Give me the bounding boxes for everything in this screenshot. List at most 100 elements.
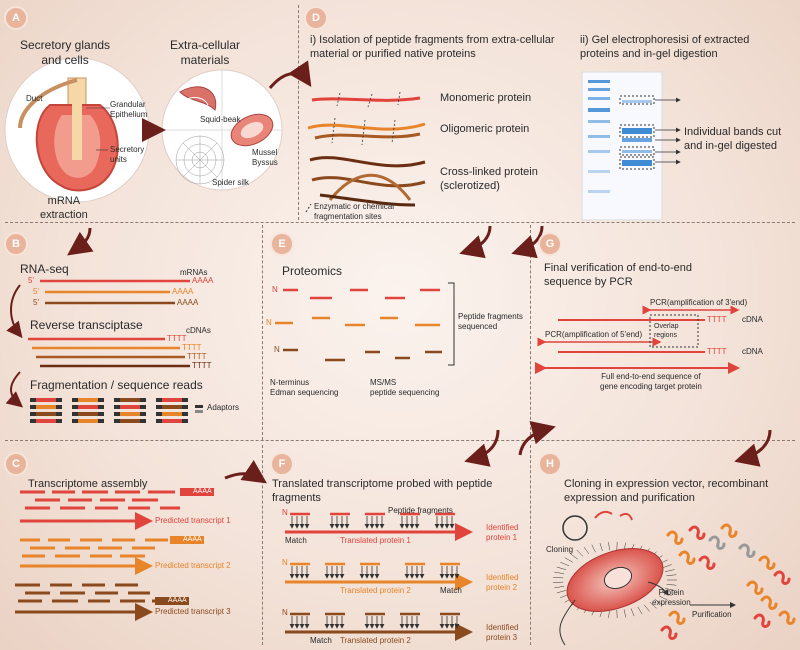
pt3-label: Predicted transcript 3 bbox=[155, 607, 231, 616]
aaaa-1: AAAA bbox=[192, 276, 214, 285]
mrnas-label: mRNAs bbox=[180, 268, 208, 277]
tttt-3: TTTT bbox=[187, 352, 207, 361]
sequence-reads bbox=[30, 398, 203, 423]
protein-blob bbox=[778, 610, 796, 625]
protein-blob bbox=[758, 555, 776, 570]
tttt-1: TTTT bbox=[167, 334, 187, 343]
protein-blob bbox=[688, 525, 706, 540]
protein-blob bbox=[738, 543, 756, 558]
frag-sites-label: Enzymatic or chemical fragmentation site… bbox=[314, 202, 395, 221]
badge-h: H bbox=[540, 454, 560, 474]
overlap-label: Overlap regions bbox=[654, 323, 679, 339]
mrna-label: mRNA extraction bbox=[40, 195, 88, 221]
gel-image bbox=[581, 71, 663, 221]
protein-blob bbox=[773, 570, 791, 585]
match-3: Match bbox=[310, 636, 332, 645]
expression-label: Protein expression bbox=[652, 588, 691, 607]
five-prime-1: 5' bbox=[28, 276, 34, 285]
translated-proteins bbox=[285, 523, 473, 641]
id1-label: Identified protein 1 bbox=[486, 523, 519, 542]
bacterium-hair bbox=[664, 569, 675, 572]
tp2-label: Translated protein 2 bbox=[340, 586, 411, 595]
aaaa-c1: AAAA bbox=[193, 488, 212, 495]
plasmid-shape bbox=[562, 515, 588, 541]
bacterium-hair bbox=[666, 583, 677, 586]
divider-top bbox=[298, 5, 299, 220]
bacterium-hair bbox=[608, 542, 610, 551]
bacterium-hair bbox=[649, 602, 657, 609]
isolation-title: i) Isolation of peptide fragments from e… bbox=[310, 34, 555, 60]
pt1-label: Predicted transcript 1 bbox=[155, 516, 231, 525]
bacterium-hair bbox=[608, 609, 610, 618]
bacterium-hair bbox=[599, 543, 603, 551]
monomeric-line bbox=[311, 96, 421, 102]
protein-blob bbox=[668, 610, 686, 625]
peptide-fragments-label: Peptide fragments bbox=[388, 506, 453, 515]
bacterium-hair bbox=[654, 599, 663, 605]
cdnas-label: cDNAs bbox=[186, 326, 211, 335]
divider-bot-left bbox=[262, 445, 263, 645]
bacterium-hair bbox=[583, 546, 590, 555]
tttt-g2: TTTT bbox=[707, 347, 727, 356]
protein-blob bbox=[666, 530, 684, 545]
bacterium-hair bbox=[554, 585, 565, 589]
n-f3: N bbox=[282, 608, 288, 617]
divider-bot-right bbox=[530, 445, 531, 645]
divider-mid-left bbox=[262, 225, 263, 440]
protein-blob bbox=[720, 523, 738, 538]
assembly-reads-2 bbox=[20, 538, 168, 558]
n-f2: N bbox=[282, 558, 288, 567]
bacterium-hair bbox=[556, 590, 567, 594]
bacterium-hair bbox=[658, 595, 668, 601]
bacterium-hair bbox=[556, 566, 567, 570]
pcr-title: Final verification of end-to-end sequenc… bbox=[544, 262, 692, 288]
bands-label: Individual bands cut and in-gel digested bbox=[684, 126, 782, 152]
rt-label: Reverse transciptase bbox=[30, 318, 143, 332]
peptide-probes bbox=[289, 512, 460, 629]
tttt-g1: TTTT bbox=[707, 315, 727, 324]
protein-blob bbox=[698, 555, 716, 570]
bacterium-hair bbox=[637, 606, 643, 615]
cdna-g2: cDNA bbox=[742, 347, 763, 356]
protein-blob bbox=[678, 550, 696, 565]
translated-title: Translated transcriptome probed with pep… bbox=[272, 478, 493, 504]
bacterium-hair bbox=[576, 549, 584, 557]
peptide-fragments-e bbox=[275, 288, 442, 362]
five-prime-3: 5' bbox=[33, 298, 39, 307]
assembly-reads-1 bbox=[20, 490, 180, 510]
protein-blob bbox=[660, 625, 678, 640]
bacterium-hair bbox=[570, 553, 578, 560]
aaaa-c2: AAAA bbox=[183, 536, 202, 543]
five-prime-2: 5' bbox=[33, 287, 39, 296]
match-2: Match bbox=[440, 586, 462, 595]
cloning-label: Cloning bbox=[546, 545, 574, 554]
bacterium-hair bbox=[662, 564, 672, 569]
oligomeric-line1 bbox=[307, 122, 426, 131]
protein-blob bbox=[746, 580, 764, 595]
crosslinked-label: Cross-linked protein (sclerotized) bbox=[440, 166, 538, 192]
bacterium-hair bbox=[564, 557, 574, 563]
edman-label: N-terminus Edman sequencing bbox=[270, 378, 339, 397]
squid-label: Squid-beak bbox=[200, 115, 241, 124]
msms-label: MS/MS peptide sequencing bbox=[370, 378, 440, 397]
tttt-4: TTTT bbox=[192, 361, 212, 370]
tp1-label: Translated protein 1 bbox=[340, 536, 411, 545]
peptide-seq-label: Peptide fragments sequenced bbox=[458, 312, 523, 331]
bacterium-hair bbox=[560, 561, 570, 567]
squid-beak-shape bbox=[179, 86, 217, 111]
oligomeric-line2 bbox=[314, 132, 421, 140]
epithelium-label: Grandular Epithelium bbox=[110, 100, 148, 119]
gland-title: Secretory glands and cells bbox=[20, 38, 111, 67]
protein-blob bbox=[760, 595, 778, 610]
cloning-title: Cloning in expression vector, recombinan… bbox=[564, 478, 769, 504]
badge-b: B bbox=[6, 234, 26, 254]
bacterium-hair bbox=[591, 544, 596, 553]
frag-label: Fragmentation / sequence reads bbox=[30, 378, 203, 392]
protein-blob bbox=[753, 613, 771, 628]
match-1: Match bbox=[285, 536, 307, 545]
n-label-3: N bbox=[274, 345, 280, 354]
badge-g: G bbox=[540, 234, 560, 254]
bacterium-hair bbox=[553, 581, 564, 583]
pcr3-label: PCR(amplification of 3'end) bbox=[650, 298, 748, 307]
